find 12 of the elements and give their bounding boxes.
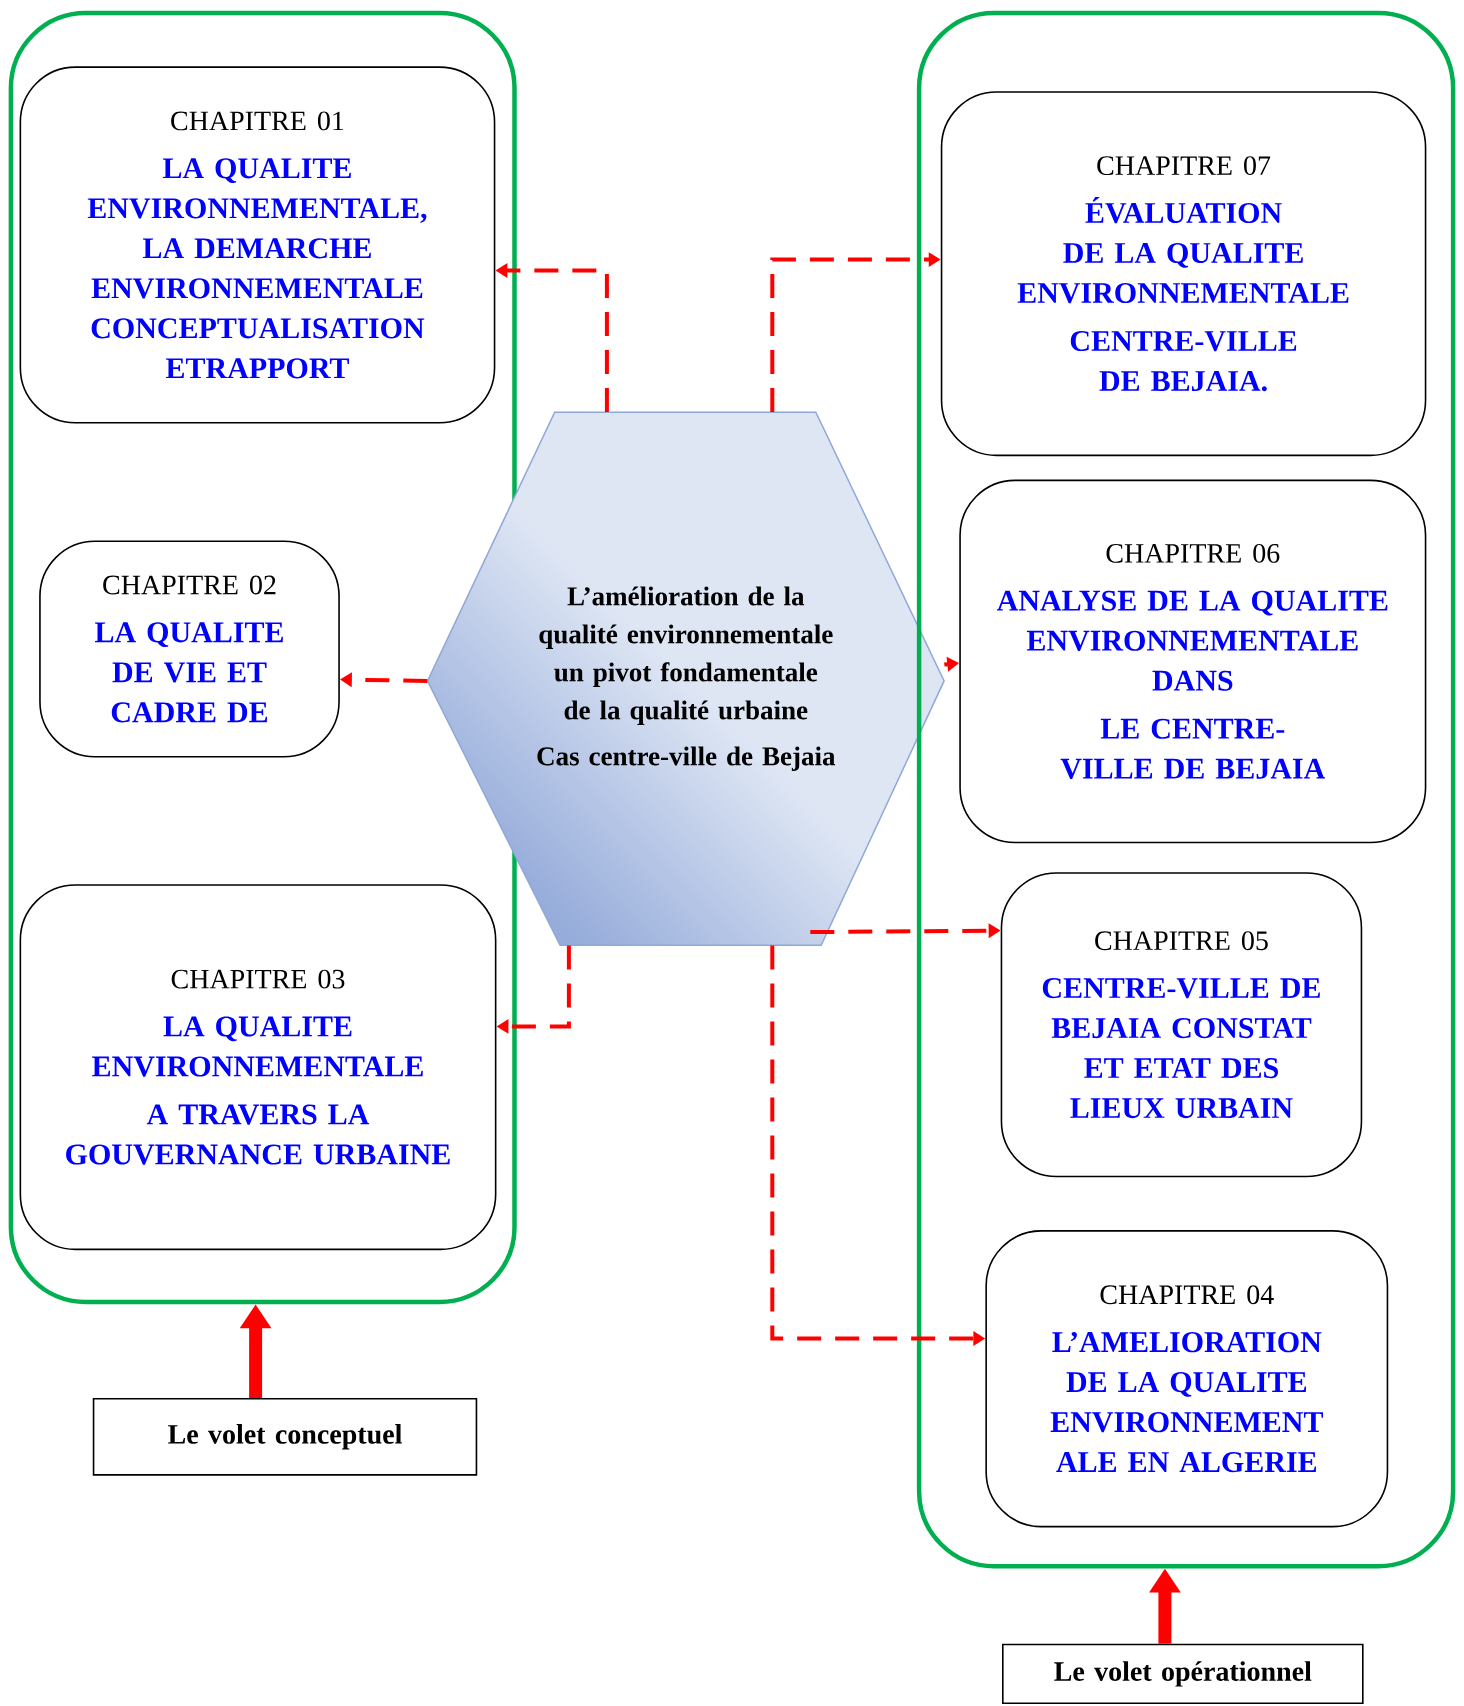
group-frame [8,10,517,1305]
label-box: Le volet opérationnel [1002,1643,1364,1705]
chapter-box: CHAPITRE 06 ANALYSE DE LA QUALITE ENVIRONNEMENTALE DANS LE CENTRE-VILLE DE BEJAIA [959,479,1427,844]
chapter-box: CHAPITRE 05 CENTRE-VILLE DE BEJAIA CONSTAT ET ETAT DES LIEUX URBAIN [1000,872,1363,1178]
group-frame [916,10,1456,1569]
chapter-box: CHAPITRE 07 ÉVALUATION DE LA QUALITE ENVIRONNEMENTALE CENTRE-VILLE DE BEJAIA. [940,91,1427,457]
chapter-box: CHAPITRE 02 LA QUALITE DE VIE ET CADRE DE [39,540,340,758]
hexagon: L’amélioration de la qualité environnementale un pivot fondamentale de la qualité urbaine Cas centre-ville de Bejaia [426,411,945,946]
chapter-box: CHAPITRE 04 L’AMELIORATION DE LA QUALITE ENVIRONNEMENT ALE EN ALGERIE [985,1230,1389,1528]
label-box: Le volet conceptuel [92,1397,478,1476]
chapter-box: CHAPITRE 01 LA QUALITE ENVIRONNEMENTALE, LA DEMARCHE ENVIRONNEMENTALE CONCEPTUALISATION ETRAPPORT [19,66,496,424]
chapter-box: CHAPITRE 03 LA QUALITE ENVIRONNEMENTALE A TRAVERS LA GOUVERNANCE URBAINE [19,884,497,1251]
